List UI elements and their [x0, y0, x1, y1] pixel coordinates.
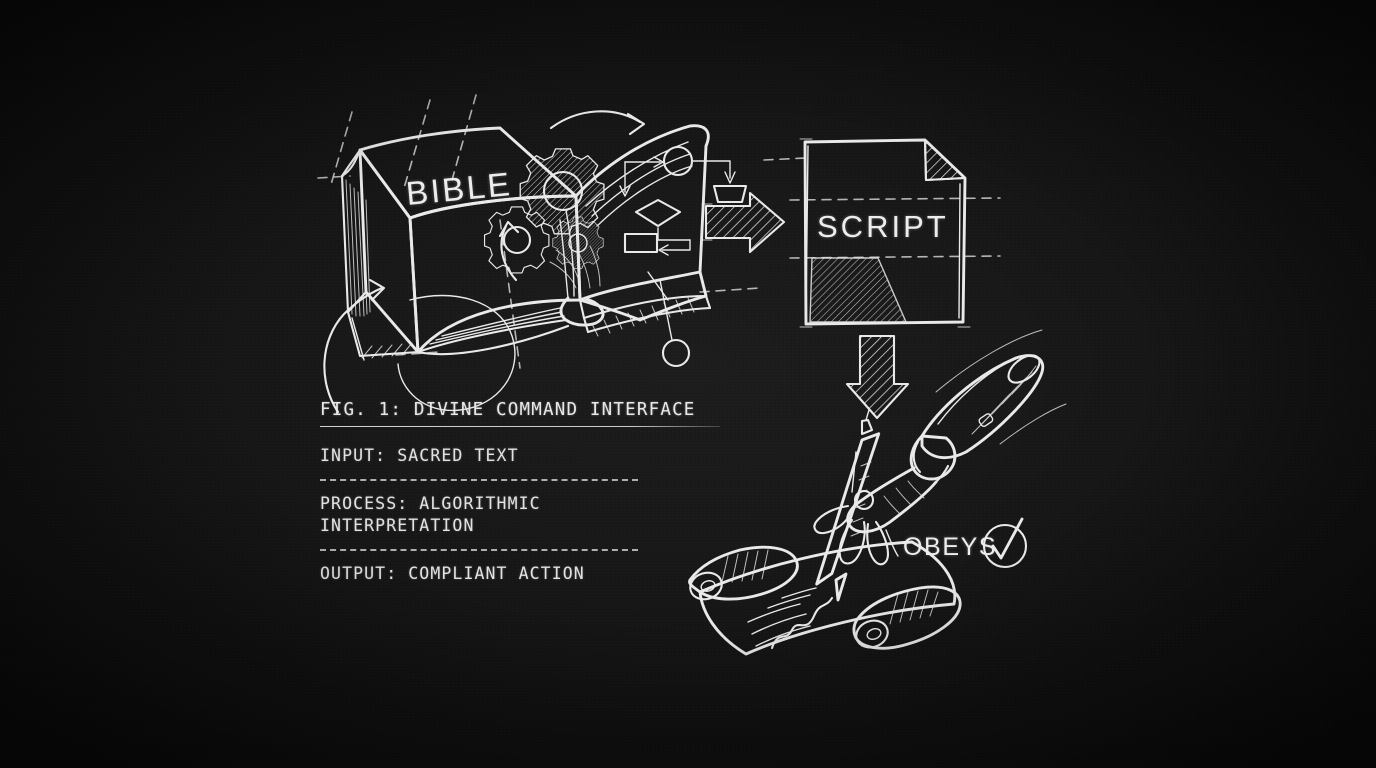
- check-circle-icon: [982, 517, 1028, 569]
- legend-row-process: PROCESS: ALGORITHMIC INTERPRETATION: [320, 494, 541, 535]
- script-document-illustration: [799, 138, 971, 328]
- legend-title-rule: [320, 426, 720, 427]
- book-illustration: [323, 124, 712, 414]
- robot-arm-illustration: [813, 329, 1067, 602]
- legend-row-input: INPUT: SACRED TEXT: [320, 446, 519, 465]
- legend-divider-1: [320, 479, 638, 481]
- figure-legend: FIG. 1: DIVINE COMMAND INTERFACE INPUT: …: [320, 400, 720, 585]
- legend-row-output: OUTPUT: COMPLIANT ACTION: [320, 564, 585, 583]
- rotate-arrow-icon: [323, 278, 386, 414]
- gear-cycle-arrow-icon: [549, 110, 646, 136]
- arrow-script-to-robot-icon: [845, 334, 910, 420]
- legend-divider-2: [320, 549, 638, 551]
- legend-title: FIG. 1: DIVINE COMMAND INTERFACE: [320, 400, 696, 420]
